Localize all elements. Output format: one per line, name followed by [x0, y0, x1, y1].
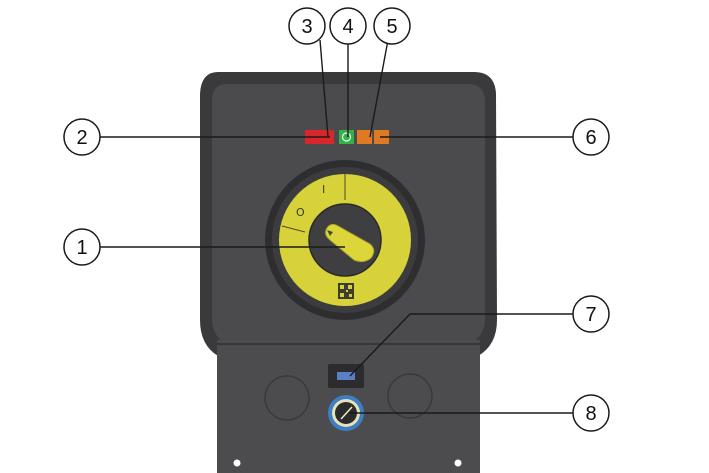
callout-3-label: 3: [301, 16, 312, 38]
callout-6-label: 6: [585, 127, 596, 149]
qr-code: [338, 283, 354, 299]
pressure-gauge: [328, 395, 364, 431]
mounting-hole-left: [233, 459, 241, 467]
callout-3: 3: [288, 7, 326, 45]
dial-on-mark: I: [322, 183, 325, 196]
main-switch[interactable]: O I: [265, 160, 425, 320]
switch-knob[interactable]: [325, 223, 375, 263]
knob-pointer-icon: [327, 230, 333, 236]
callout-5: 5: [373, 7, 411, 45]
callout-1-label: 1: [76, 237, 87, 259]
dial-tick-off: [281, 225, 306, 233]
green-indicator-light: [341, 132, 352, 142]
orange-indicator: [357, 130, 372, 144]
callout-1: 1: [63, 228, 101, 266]
callout-2-label: 2: [76, 127, 87, 149]
callout-2: 2: [63, 118, 101, 156]
callout-7: 7: [572, 295, 610, 333]
knockout-left: [264, 375, 310, 421]
callout-6: 6: [572, 118, 610, 156]
knockout-right: [387, 373, 433, 419]
callout-4-label: 4: [342, 16, 353, 38]
green-indicator: [339, 130, 354, 144]
mounting-hole-right: [454, 459, 462, 467]
usb-port[interactable]: [337, 372, 355, 380]
gauge-needle-icon: [340, 406, 353, 420]
callout-7-label: 7: [585, 304, 596, 326]
callout-8: 8: [572, 394, 610, 432]
leader-lines: [100, 39, 573, 414]
callout-4: 4: [329, 7, 367, 45]
dial-off-mark: O: [296, 206, 305, 219]
callout-5-label: 5: [386, 16, 397, 38]
callout-8-label: 8: [585, 403, 596, 425]
control-box-housing: [200, 72, 497, 473]
